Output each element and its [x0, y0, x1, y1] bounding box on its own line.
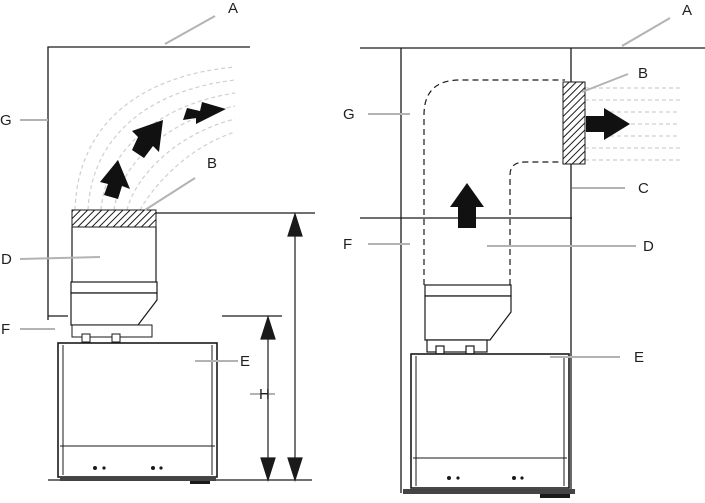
right-leader-lines	[368, 17, 671, 358]
left-diagram: A G B D F E H	[0, 0, 315, 484]
left-wall-ceiling	[47, 46, 250, 320]
label-f-right: F	[343, 236, 352, 253]
label-a-right: A	[682, 2, 692, 19]
label-c: C	[638, 180, 649, 197]
label-e-right: E	[634, 349, 644, 366]
label-f-left: F	[1, 321, 10, 338]
right-diagram: A G B C F D E	[343, 2, 705, 498]
right-hood-body	[403, 353, 575, 498]
label-a-left: A	[228, 0, 238, 17]
outflow-arrow-icon	[586, 108, 630, 140]
airflow-arrow-icon	[183, 102, 226, 124]
label-g-left: G	[0, 112, 12, 129]
label-b-left: B	[207, 155, 217, 172]
right-duct-dashed	[423, 79, 565, 285]
label-g-right: G	[343, 106, 355, 123]
right-vent-hatched	[562, 81, 586, 165]
left-leader-lines	[19, 15, 275, 395]
label-d-right: D	[643, 238, 654, 255]
label-h: H	[259, 386, 270, 403]
label-d-left: D	[1, 251, 12, 268]
label-e-left: E	[240, 353, 250, 370]
left-airflow-arrows	[100, 102, 226, 199]
right-outflow-lines	[585, 87, 680, 161]
airflow-arrow-icon	[100, 160, 130, 199]
right-duct-base	[424, 284, 512, 355]
left-dimension-arrows	[260, 212, 303, 482]
left-duct	[70, 227, 158, 326]
upward-arrow-icon	[450, 183, 484, 228]
label-b-right: B	[638, 65, 648, 82]
airflow-arrow-icon	[132, 120, 163, 158]
left-hood-body	[57, 324, 218, 484]
left-vent-hatched	[71, 209, 157, 228]
